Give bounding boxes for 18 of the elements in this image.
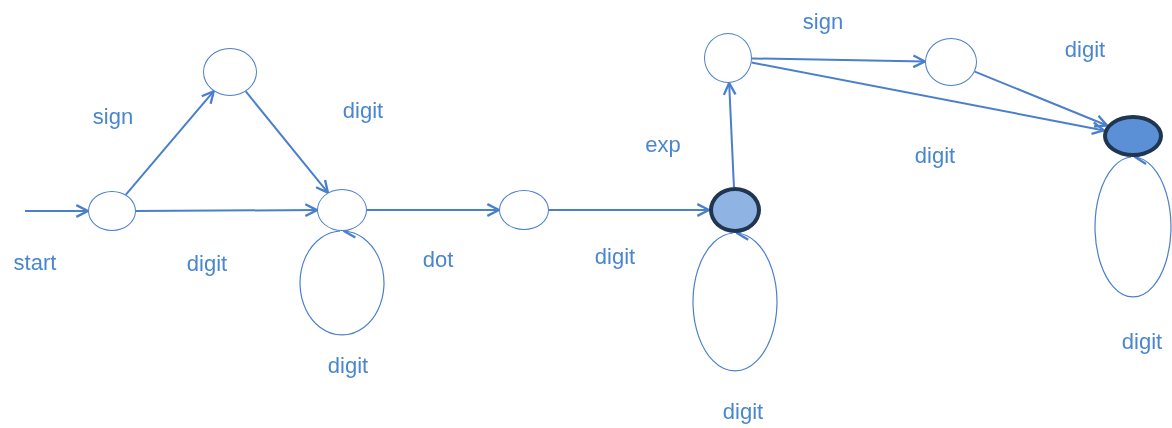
transition-arrow xyxy=(124,90,215,196)
state-circle xyxy=(203,48,257,96)
state-circle xyxy=(925,38,977,86)
transition-arrow xyxy=(135,203,319,218)
accepting-state-circle xyxy=(709,187,761,233)
transition-arrow xyxy=(751,54,927,69)
transition-arrow xyxy=(750,61,1106,136)
state-circle xyxy=(317,189,367,231)
transition-arrow xyxy=(973,70,1109,128)
transition-arrow xyxy=(548,203,711,217)
transition-arrow xyxy=(722,81,737,188)
accepting-state-circle xyxy=(1103,115,1163,157)
transition-arrow xyxy=(366,203,501,217)
state-circle xyxy=(88,191,136,231)
transition-arrow xyxy=(244,90,330,194)
state-circle xyxy=(704,33,752,83)
transition-arrow xyxy=(24,204,90,218)
state-circle xyxy=(499,190,549,230)
